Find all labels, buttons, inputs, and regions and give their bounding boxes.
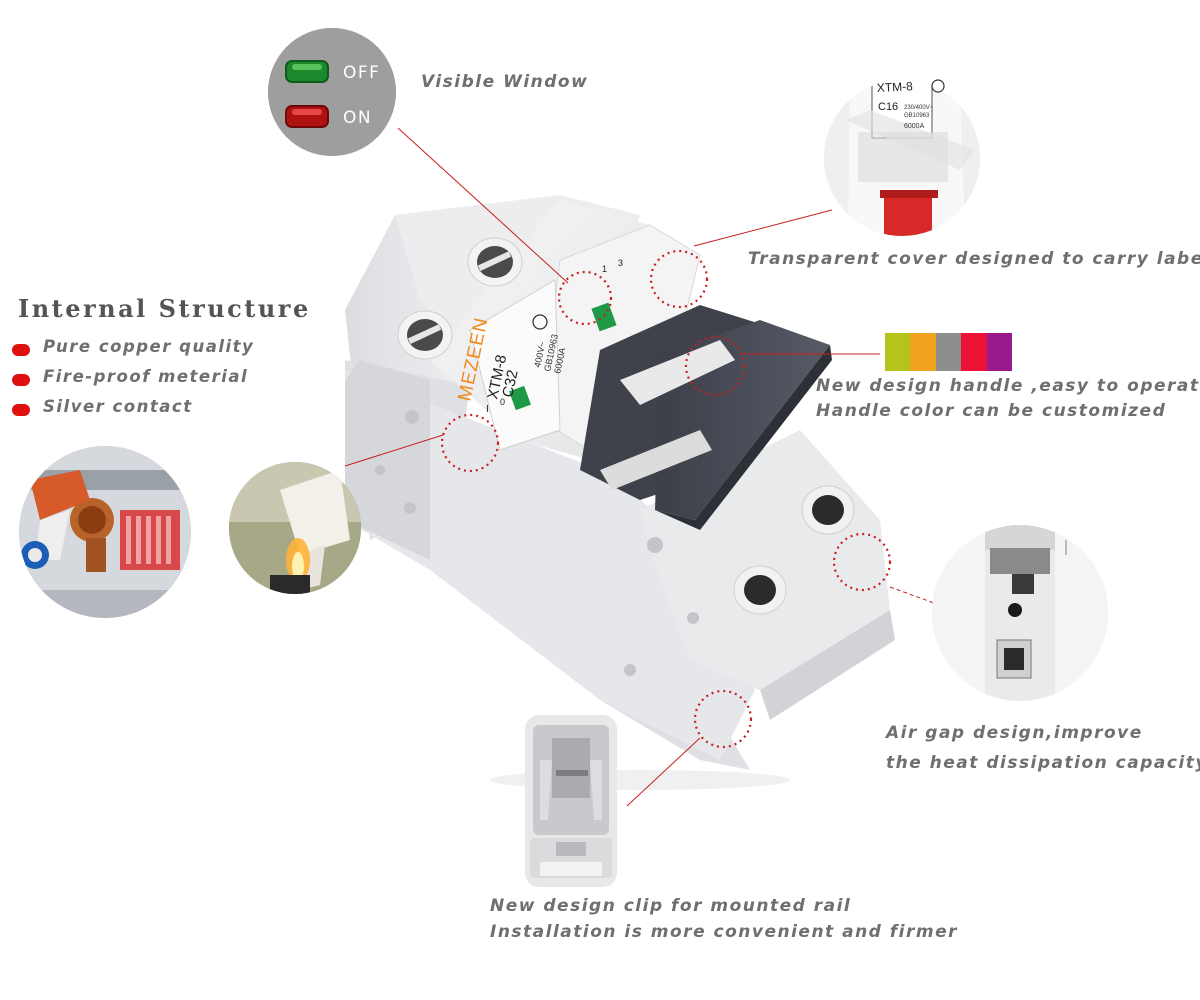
cover-model-label: XTM-8 [876, 79, 913, 95]
feature-item: Fire-proof meterial [12, 367, 312, 393]
visible-window-inset [268, 28, 396, 156]
cover-voltage-label: 230/400V~ [904, 105, 934, 111]
internal-structure-inset [19, 446, 191, 618]
air-gap-caption-line2: the heat dissipation capacity [886, 753, 1200, 773]
terminal-mark: 1 [602, 264, 607, 274]
rating-label: C32 [499, 368, 521, 398]
cover-callout-marker [649, 249, 709, 309]
visible-window-caption: Visible Window [421, 72, 589, 92]
handle-callout-marker [684, 335, 746, 397]
fireproof-inset [229, 462, 361, 594]
clip-caption-line1: New design clip for mounted rail [490, 896, 852, 916]
handle-color-swatches [885, 333, 1013, 371]
off-label: OFF [343, 63, 381, 83]
cover-breaking-capacity-label: 6000A [904, 123, 925, 130]
fireproof-callout-marker [440, 413, 500, 473]
rivet-holes [375, 410, 699, 676]
breaker-status-window [591, 302, 617, 332]
leader-lines [344, 127, 946, 807]
terminal-mark: 3 [618, 258, 623, 268]
cover-rating-label: C16 [878, 101, 898, 113]
window-callout-marker [557, 270, 613, 326]
color-swatch [986, 333, 1013, 371]
color-swatch [885, 333, 911, 371]
terminal-screw [467, 237, 523, 287]
bullet-icon [12, 344, 30, 356]
bullet-icon [12, 404, 30, 416]
terminal-screw [397, 310, 453, 360]
callout-markers [440, 249, 892, 749]
transparent-cover-inset: XTM-8 C16 230/400V~ GB10963 6000A [824, 79, 980, 236]
terminal-screw [733, 565, 787, 615]
internal-structure-title: Internal Structure [18, 294, 311, 323]
off-mark: 0 [500, 397, 505, 407]
handle-caption-line1: New design handle ,easy to operate [816, 376, 1200, 396]
transparent-cover-caption: Transparent cover designed to carry labe… [748, 249, 1200, 269]
circuit-breaker: MEZEEN XTM-8 C32 400V~ GB10963 6000A I 0… [345, 195, 895, 790]
feature-item: Silver contact [12, 397, 312, 423]
on-mark: I [486, 404, 489, 415]
air-gap-inset [932, 525, 1108, 701]
feature-label: Silver contact [43, 397, 193, 416]
color-swatch [935, 333, 962, 371]
toggle-handle [580, 305, 832, 530]
breaker-status-window [509, 385, 531, 411]
color-swatch [910, 333, 936, 371]
bullet-icon [12, 374, 30, 386]
handle-caption-line2: Handle color can be customized [816, 401, 1167, 421]
on-label: ON [343, 108, 373, 128]
terminal-screw [801, 485, 855, 535]
certification-mark [931, 79, 945, 93]
certification-mark [532, 314, 548, 330]
rail-clip-inset [525, 715, 617, 887]
clip-callout-marker [693, 689, 753, 749]
color-swatch [961, 333, 987, 371]
feature-item: Pure copper quality [12, 337, 312, 363]
air-gap-caption-line1: Air gap design,improve [886, 723, 1143, 743]
feature-label: Fire-proof meterial [43, 367, 249, 386]
cover-standard-label: GB10963 [904, 113, 930, 119]
clip-caption-line2: Installation is more convenient and firm… [490, 922, 958, 942]
air-gap-callout-marker [832, 532, 892, 592]
feature-label: Pure copper quality [43, 337, 255, 356]
